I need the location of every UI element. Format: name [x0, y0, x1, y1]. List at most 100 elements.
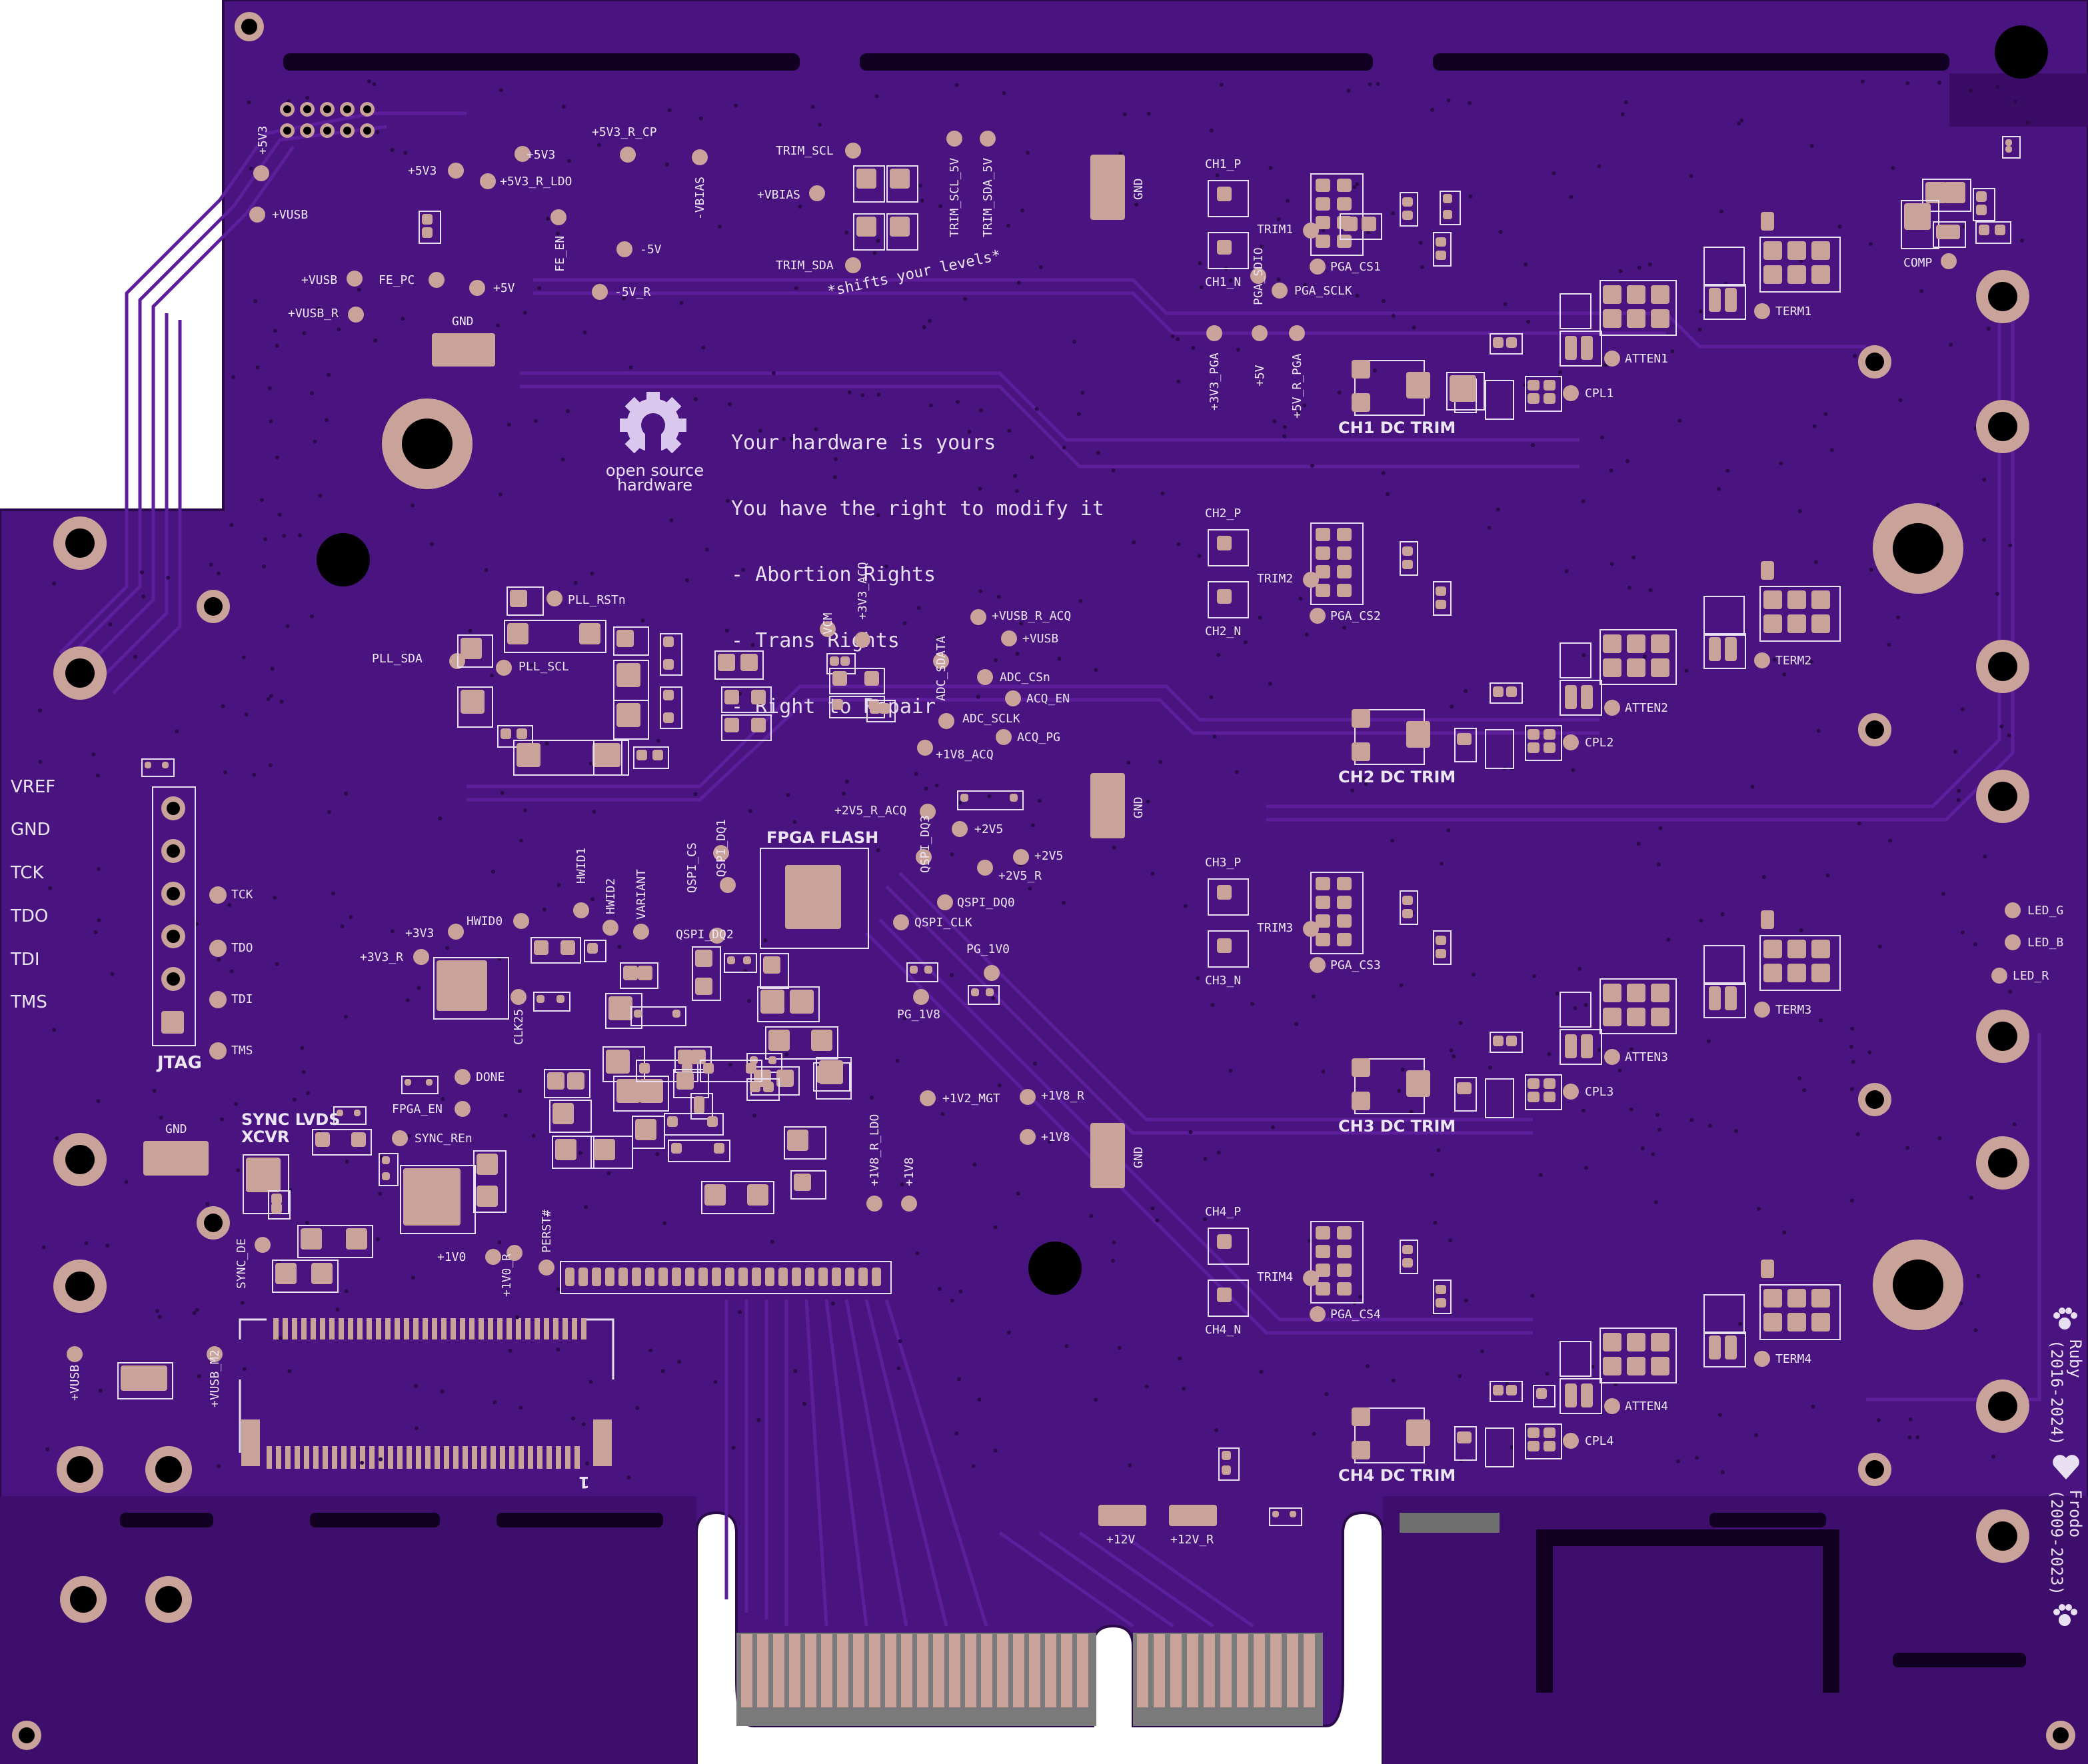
ch3-cap-3[interactable] [1490, 1032, 1523, 1053]
smd-footprint[interactable] [886, 213, 918, 251]
smd-footprint[interactable] [613, 626, 649, 656]
ch3-atten-caps[interactable] [1560, 1029, 1602, 1065]
tp-trim_scl[interactable] [845, 143, 861, 159]
tp-trim_sda[interactable] [845, 257, 861, 273]
ch1-cpl-part[interactable] [1485, 380, 1514, 420]
p12v-pad[interactable] [1098, 1505, 1146, 1526]
ch3-cap-2[interactable] [1433, 930, 1452, 965]
tp-p1v8_r[interactable] [1020, 1089, 1036, 1105]
smd-footprint[interactable] [613, 700, 649, 740]
tp-p2v5_r[interactable] [977, 860, 993, 876]
ch4-cpl-chip[interactable] [1525, 1423, 1562, 1459]
smd-footprint[interactable] [724, 953, 757, 973]
tp-p2v5_b[interactable] [1013, 849, 1029, 865]
smd-footprint[interactable] [906, 962, 938, 982]
ch3-relay-n[interactable] [1208, 930, 1249, 968]
smd-footprint[interactable] [853, 213, 885, 251]
tp-trim_scl_5v[interactable] [946, 131, 962, 147]
ch4-cap-3[interactable] [1490, 1381, 1523, 1402]
tp-p5v_pga[interactable] [1252, 325, 1268, 341]
ch3-atten-relay[interactable] [1560, 992, 1591, 1028]
smd-footprint[interactable] [690, 1093, 713, 1120]
tp-p1v2_mgt[interactable] [920, 1090, 936, 1106]
ch4-cap-2[interactable] [1433, 1280, 1452, 1314]
smd-footprint[interactable] [2002, 136, 2021, 159]
tp-p1v8_acq[interactable] [917, 740, 933, 756]
gnd-pad-5[interactable] [143, 1141, 209, 1176]
tp-tck[interactable] [209, 886, 227, 904]
smd-footprint[interactable] [620, 962, 658, 989]
smd-footprint[interactable] [714, 650, 764, 680]
smd-footprint[interactable] [721, 686, 772, 713]
ch1-term-testpoint[interactable] [1754, 303, 1770, 319]
smd-footprint[interactable] [757, 986, 820, 1022]
smd-footprint[interactable] [497, 725, 533, 748]
smd-footprint[interactable] [1973, 188, 1995, 221]
ch3-relay-p[interactable] [1208, 878, 1249, 916]
smd-footprint[interactable] [513, 740, 622, 776]
smd-footprint[interactable] [333, 1106, 367, 1125]
smd-footprint[interactable] [1933, 221, 1966, 248]
ch2-cap[interactable] [1400, 541, 1418, 576]
p12v-r-pad[interactable] [1169, 1505, 1217, 1526]
ch1-cap[interactable] [1400, 192, 1418, 227]
tp-adc_sdata[interactable] [933, 653, 949, 669]
tp-led_r[interactable] [1991, 968, 2007, 984]
tp-done[interactable] [455, 1069, 471, 1085]
smd-footprint[interactable] [473, 1150, 507, 1213]
ch2-trim-testpoint[interactable] [1303, 572, 1319, 588]
tp-p3v3[interactable] [448, 924, 464, 940]
ch2-atten-testpoint[interactable] [1604, 700, 1620, 716]
tp-p5v3_r_cp[interactable] [620, 147, 636, 163]
ch1-term-caps[interactable] [1703, 284, 1746, 320]
tp-p1v0_r[interactable] [507, 1245, 522, 1261]
smd-footprint[interactable] [507, 586, 544, 616]
ch4-cpl-testpoint[interactable] [1563, 1433, 1579, 1449]
ch4-atten-block[interactable] [1599, 1327, 1677, 1383]
tp-p2v5_a[interactable] [952, 821, 968, 837]
smd-footprint[interactable] [433, 957, 509, 1020]
ch1-atten-testpoint[interactable] [1604, 351, 1620, 367]
smd-footprint[interactable] [401, 1076, 439, 1094]
ch1-trim-pot[interactable] [1310, 173, 1364, 256]
smd-footprint[interactable] [636, 1060, 698, 1082]
smd-footprint[interactable] [866, 700, 896, 722]
ch4-trim-pot[interactable] [1310, 1221, 1364, 1304]
smd-footprint[interactable] [1446, 372, 1485, 411]
tp-m5v_r[interactable] [592, 284, 608, 300]
smd-footprint[interactable] [700, 1060, 762, 1082]
smd-footprint[interactable] [886, 165, 918, 203]
tp-pga_sdio[interactable] [1250, 268, 1266, 284]
tp-adc_sclk[interactable] [938, 713, 954, 729]
ch3-cpl-part[interactable] [1485, 1078, 1514, 1118]
smd-footprint[interactable] [660, 633, 682, 676]
tp-fe_en[interactable] [550, 209, 566, 225]
ch3-atten-testpoint[interactable] [1604, 1049, 1620, 1065]
tp-pll_rstn[interactable] [546, 590, 562, 606]
tp-pvusb_a[interactable] [249, 207, 265, 223]
ch2-trim-pot[interactable] [1310, 522, 1364, 605]
smd-footprint[interactable] [760, 953, 789, 989]
tp-trim_sda_5v[interactable] [980, 131, 996, 147]
tp-p1v8_r_ldo[interactable] [866, 1196, 882, 1212]
ch1-relay-n[interactable] [1208, 232, 1249, 269]
tp-vcm[interactable] [820, 621, 836, 637]
ch2-term-relay[interactable] [1703, 596, 1745, 636]
smd-footprint[interactable] [379, 1153, 399, 1186]
ch2-cpl-chip[interactable] [1525, 725, 1562, 761]
tp-clk25[interactable] [511, 989, 526, 1005]
smd-footprint[interactable] [1922, 179, 1971, 212]
tp-variant[interactable] [633, 924, 649, 940]
tp-led_g[interactable] [2005, 902, 2021, 918]
smd-footprint[interactable] [533, 992, 570, 1012]
tp-pvusb_r_acq[interactable] [970, 609, 986, 625]
smd-footprint[interactable] [584, 940, 606, 962]
smd-footprint[interactable] [1340, 213, 1382, 240]
smd-footprint[interactable] [400, 1165, 476, 1234]
tp-p3v3_acq[interactable] [854, 632, 870, 648]
ch3-pga-cs-testpoint[interactable] [1310, 957, 1326, 973]
tp-qspi_dq0[interactable] [937, 894, 953, 910]
ch1-term-relay[interactable] [1703, 247, 1745, 287]
smd-footprint[interactable] [549, 1100, 592, 1133]
ch2-cpl-part[interactable] [1485, 729, 1514, 769]
